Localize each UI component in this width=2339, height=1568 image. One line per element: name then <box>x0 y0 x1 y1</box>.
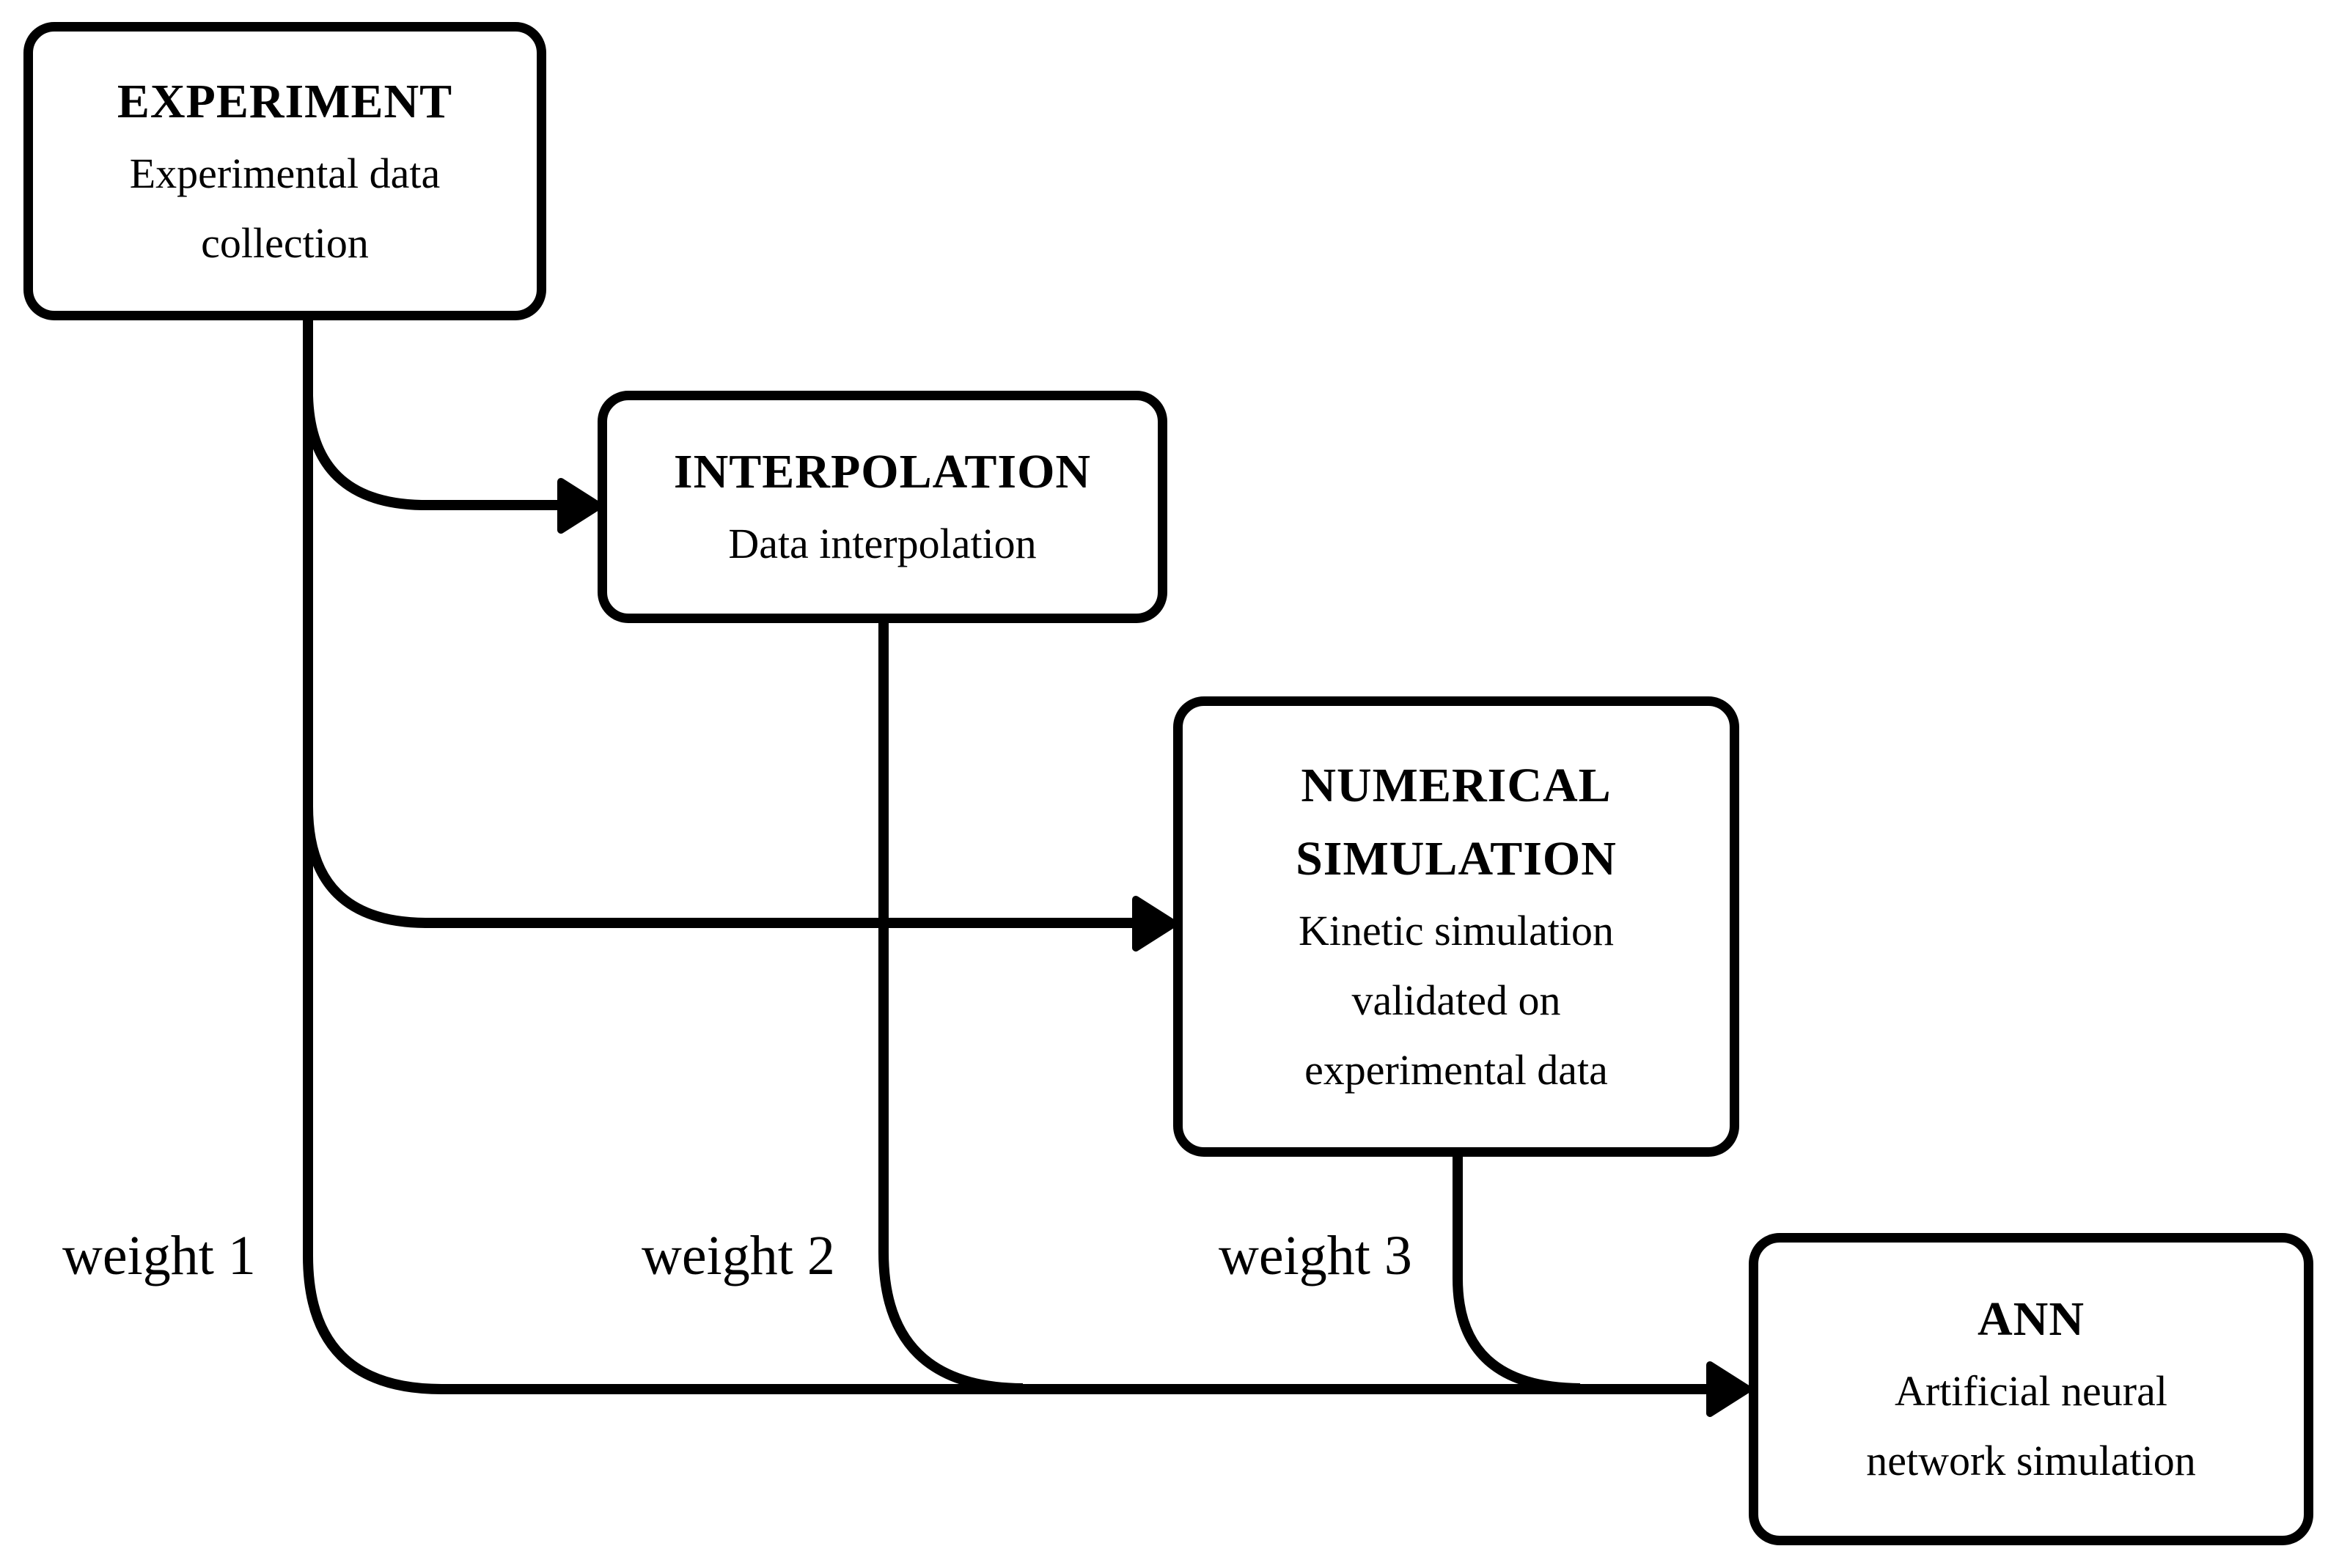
node-numerical-simulation-subtitle: Kinetic simulation validated on experime… <box>1298 906 1615 1094</box>
edge-experiment-to-numerical-simulation <box>303 806 1139 928</box>
node-numerical-simulation-title: NUMERICAL SIMULATION <box>1296 758 1617 886</box>
edge-experiment-to-ann <box>303 315 1713 1394</box>
node-interpolation-title: INTERPOLATION <box>673 445 1092 498</box>
edge-label-weight-3: weight 3 <box>1219 1225 1412 1287</box>
edge-label-weight-1: weight 1 <box>62 1225 256 1287</box>
arrowhead-into-interpolation-icon <box>557 478 603 534</box>
node-numerical-simulation: NUMERICAL SIMULATION Kinetic simulation … <box>1173 696 1739 1157</box>
node-experiment-subtitle: Experimental data collection <box>129 149 441 267</box>
node-experiment-title: EXPERIMENT <box>117 74 453 128</box>
node-ann-title: ANN <box>1978 1292 2085 1346</box>
arrowhead-into-numerical-simulation-icon <box>1132 896 1178 952</box>
node-interpolation: INTERPOLATION Data interpolation <box>598 391 1167 623</box>
edge-numerical-simulation-to-ann <box>1453 1152 1581 1394</box>
node-ann: ANN Artificial neural network simulation <box>1749 1233 2313 1545</box>
node-interpolation-subtitle: Data interpolation <box>728 520 1037 567</box>
node-experiment: EXPERIMENT Experimental data collection <box>23 22 546 320</box>
node-ann-subtitle: Artificial neural network simulation <box>1866 1367 2196 1484</box>
edge-experiment-to-interpolation <box>303 395 564 510</box>
arrowhead-into-ann-icon <box>1706 1361 1752 1417</box>
edge-interpolation-to-ann <box>878 619 1024 1394</box>
edge-label-weight-2: weight 2 <box>642 1225 835 1287</box>
